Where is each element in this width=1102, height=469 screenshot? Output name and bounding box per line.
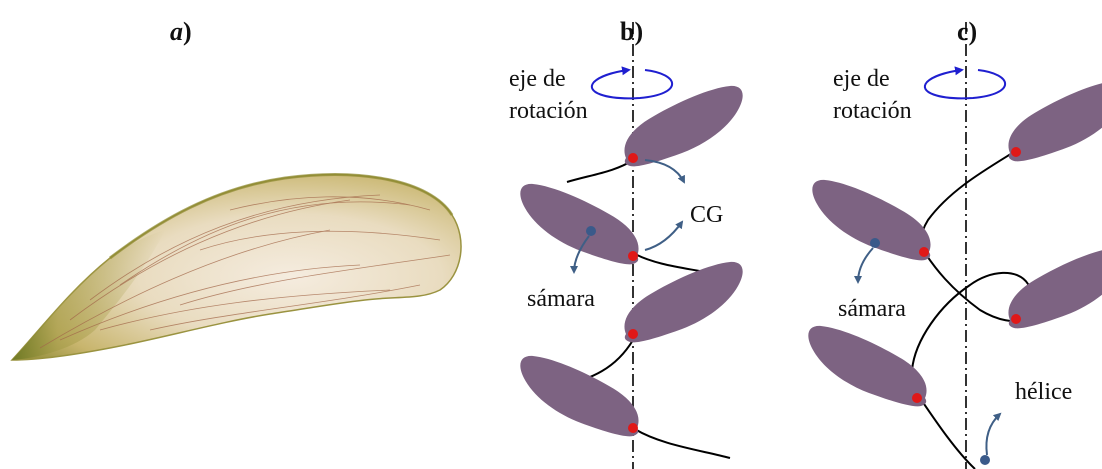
samara-c-3 <box>1008 248 1102 328</box>
cg-label: CG <box>690 202 723 228</box>
cg-dot-c-4 <box>912 393 922 403</box>
samara-pointer-c <box>858 248 873 282</box>
helice-pointer-dot <box>980 455 990 465</box>
samara-b-4 <box>520 356 638 436</box>
cg-dot-c-1 <box>1011 147 1021 157</box>
eje-label-c-line2: rotación <box>833 98 912 124</box>
helice-pointer <box>986 414 1000 455</box>
eje-label-b-line1: eje de <box>509 66 566 92</box>
cg-dot-b-4 <box>628 423 638 433</box>
cg-pointer-2 <box>645 222 682 250</box>
cg-dot-b-3 <box>628 329 638 339</box>
samara-c-4 <box>808 326 926 406</box>
cg-dot-c-3 <box>1011 314 1021 324</box>
samara-b-3 <box>624 262 742 342</box>
cg-dot-b-1 <box>628 153 638 163</box>
samara-label-b: sámara <box>527 286 595 312</box>
panel-c-label: c) <box>957 17 977 46</box>
helice-label: hélice <box>1015 379 1072 405</box>
panel-a-label: a) <box>170 17 192 46</box>
samara-label-c: sámara <box>838 296 906 322</box>
rotation-arrow-b <box>592 70 672 98</box>
samara-photo <box>12 175 461 360</box>
cg-pointer-1 <box>645 160 684 182</box>
eje-label-b-line2: rotación <box>509 98 588 124</box>
samara-pointer-dot-b <box>586 226 596 236</box>
eje-label-c-line1: eje de <box>833 66 890 92</box>
cg-dot-c-2 <box>919 247 929 257</box>
samara-pointer-dot-c <box>870 238 880 248</box>
panel-b-label: b) <box>620 17 643 46</box>
rotation-arrow-c <box>925 70 1005 98</box>
samara-c-1 <box>1008 81 1102 161</box>
cg-dot-b-2 <box>628 251 638 261</box>
